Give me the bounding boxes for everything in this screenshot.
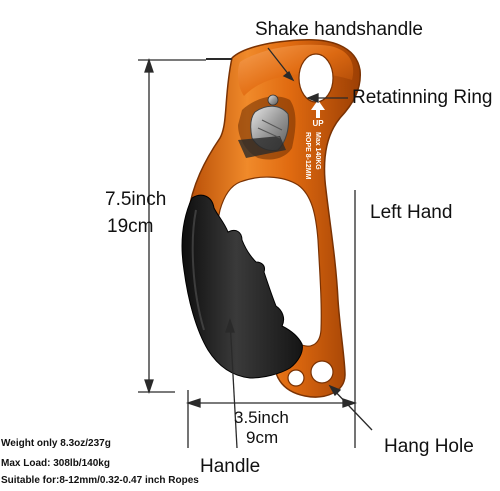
top-hole <box>298 53 334 103</box>
height-cm-label: 19cm <box>107 216 154 237</box>
device-up-marking: UP <box>312 119 324 128</box>
spec-max-load: Max Load: 308lb/140kg <box>1 458 110 469</box>
device-engraving: UP Max 140KG ROPE 8-12MM <box>304 100 325 180</box>
width-inch-label: 3.5inch <box>234 408 289 427</box>
device-maxload-marking: Max 140KG <box>314 132 321 170</box>
height-inch-label: 7.5inch <box>105 189 167 210</box>
handle-leader-line <box>229 319 238 449</box>
leader-lines <box>225 47 373 449</box>
device-rope-marking: ROPE 8-12MM <box>304 132 311 180</box>
retaining-ring-label: Retatinning Ring <box>352 87 493 108</box>
hang-hole-small <box>287 369 305 387</box>
cam-pin <box>267 94 279 106</box>
spec-suitable: Suitable for:8-12mm/0.32-0.47 inch Ropes <box>1 475 199 486</box>
spec-weight: Weight only 8.3oz/237g <box>1 438 111 449</box>
hang-hole-label: Hang Hole <box>384 436 474 457</box>
shake-handshandle-label: Shake handshandle <box>255 19 423 40</box>
rubber-grip <box>181 194 303 379</box>
up-arrow-icon <box>311 100 325 118</box>
hang-hole-large <box>310 360 334 384</box>
width-cm-label: 9cm <box>246 428 279 447</box>
handle-label: Handle <box>200 456 261 477</box>
left-hand-label: Left Hand <box>370 202 453 223</box>
